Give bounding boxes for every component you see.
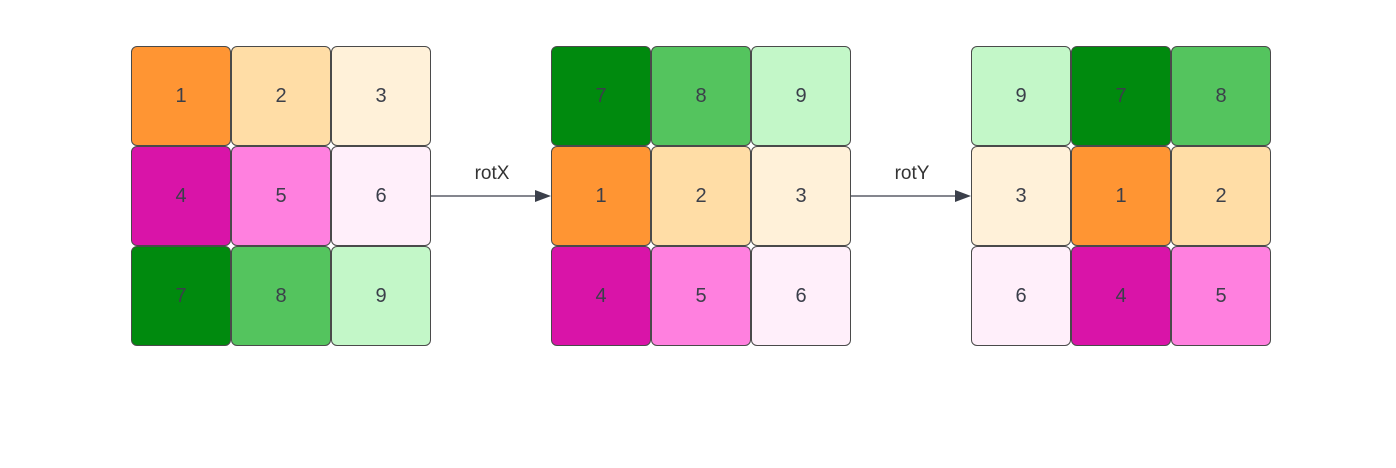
grid-cell: 1 (1071, 146, 1171, 246)
grid-cell: 6 (971, 246, 1071, 346)
arrow-roty: rotY (851, 160, 973, 210)
grid-cell: 3 (971, 146, 1071, 246)
grid-cell: 3 (751, 146, 851, 246)
arrow-rotx: rotX (431, 160, 553, 210)
grid-cell: 5 (231, 146, 331, 246)
grid-cell: 5 (651, 246, 751, 346)
grid-cell: 2 (1171, 146, 1271, 246)
grid-cell: 8 (1171, 46, 1271, 146)
arrow-right-icon (431, 190, 551, 202)
grid-cell: 4 (551, 246, 651, 346)
grid-cell: 7 (551, 46, 651, 146)
grid-cell: 3 (331, 46, 431, 146)
grid-cell: 9 (331, 246, 431, 346)
grid-cell: 9 (971, 46, 1071, 146)
grid-cell: 6 (331, 146, 431, 246)
grid-cell: 7 (1071, 46, 1171, 146)
grid-cell: 9 (751, 46, 851, 146)
arrow-label-roty: rotY (894, 163, 930, 184)
arrow-label-rotx: rotX (474, 163, 510, 184)
grid-cell: 5 (1171, 246, 1271, 346)
grid-cell: 4 (131, 146, 231, 246)
grid-cell: 4 (1071, 246, 1171, 346)
grid-cell: 2 (231, 46, 331, 146)
grid-cell: 6 (751, 246, 851, 346)
grid-cell: 8 (231, 246, 331, 346)
grid-cell: 1 (551, 146, 651, 246)
grid-cell: 8 (651, 46, 751, 146)
grid-cell: 7 (131, 246, 231, 346)
arrow-right-icon (851, 190, 971, 202)
grid-cell: 2 (651, 146, 751, 246)
grid-cell: 1 (131, 46, 231, 146)
